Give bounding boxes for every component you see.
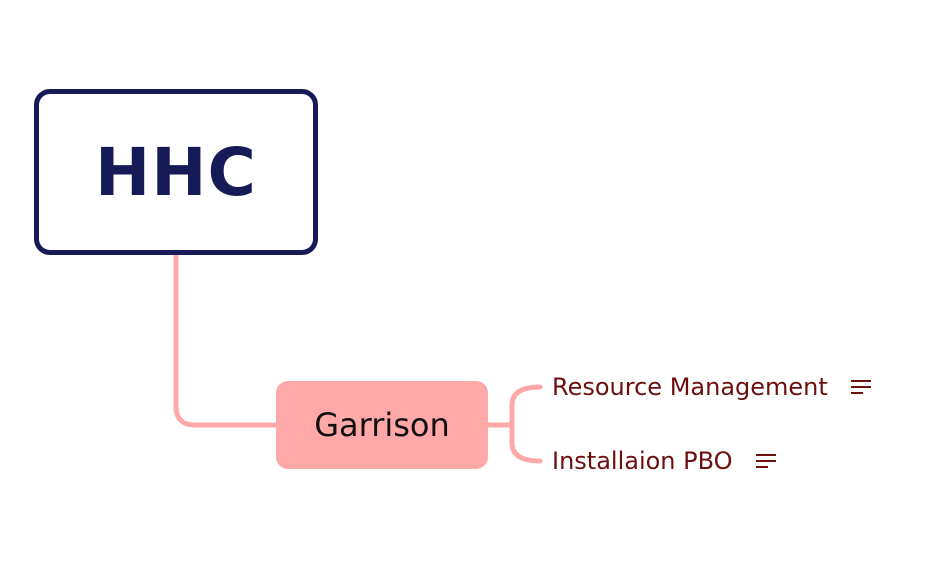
subtopic-node-resource-management[interactable]: Resource Management — [552, 369, 872, 405]
root-topic-label: HHC — [95, 133, 257, 211]
subtopic-bracket — [509, 384, 543, 464]
main-topic-node[interactable]: Garrison — [276, 381, 488, 469]
subtopic-node-installaion-pbo[interactable]: Installaion PBO — [552, 443, 777, 479]
main-topic-label: Garrison — [314, 406, 450, 444]
subtopic-label: Resource Management — [552, 373, 828, 401]
notes-icon[interactable] — [755, 452, 777, 470]
root-topic-node[interactable]: HHC — [34, 89, 318, 255]
notes-icon[interactable] — [850, 378, 872, 396]
root-to-main-connector — [173, 252, 279, 428]
subtopic-label: Installaion PBO — [552, 447, 733, 475]
